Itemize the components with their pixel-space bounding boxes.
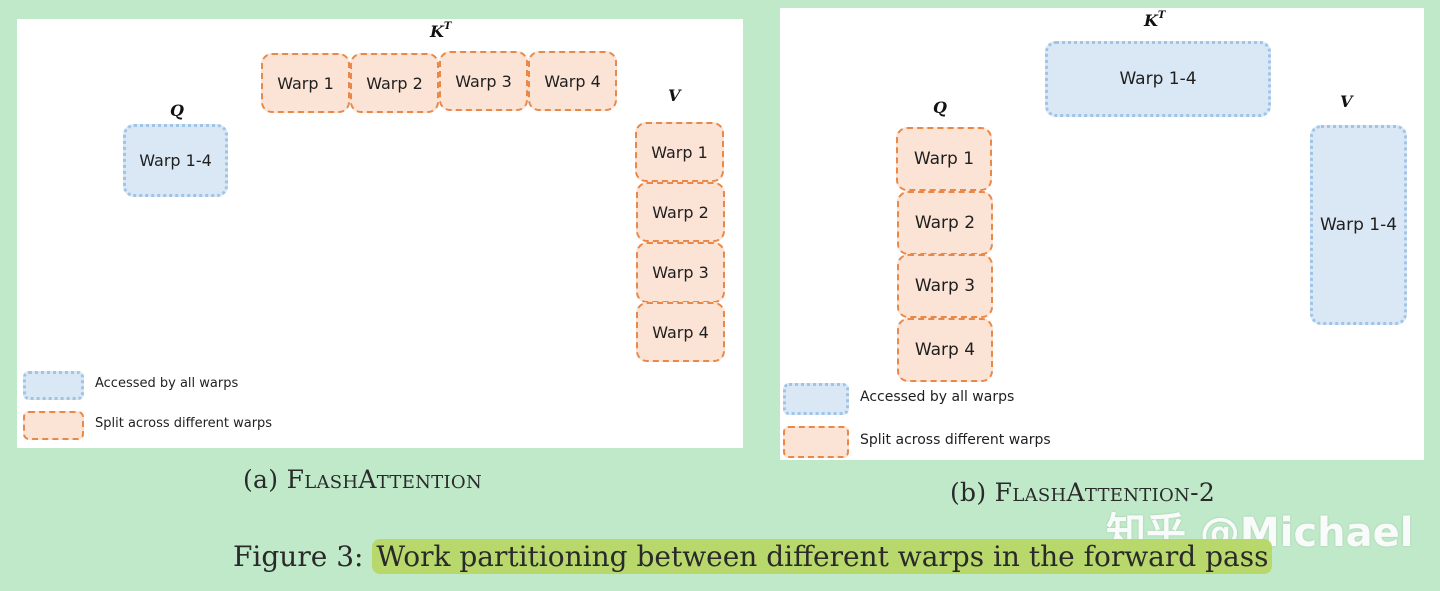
k-block-warp-1: Warp 1: [261, 53, 350, 113]
q-block-all-warps: Warp 1-4: [123, 124, 228, 197]
figure-caption-prefix: Figure 3:: [233, 540, 373, 573]
panel-flashattention-2: KT Q V Warp 1-4 Warp 1 Warp 2 Warp 3 War…: [780, 8, 1424, 460]
v-label: V: [1340, 92, 1353, 111]
legend-label-split-warps: Split across different warps: [95, 416, 273, 431]
panel-flashattention: KT Q V Warp 1-4 Warp 1 Warp 2 Warp 3 War…: [17, 19, 743, 448]
v-block-warp-3: Warp 3: [636, 242, 725, 303]
legend-swatch-split-warps: [23, 411, 84, 440]
legend-swatch-split-warps: [783, 426, 849, 458]
legend-label-all-warps: Accessed by all warps: [860, 389, 1015, 405]
v-label: V: [668, 86, 681, 105]
legend-swatch-all-warps: [783, 383, 849, 415]
q-block-warp-3: Warp 3: [897, 254, 993, 318]
figure-caption-text: Work partitioning between different warp…: [372, 539, 1273, 574]
v-block-warp-4: Warp 4: [636, 302, 725, 362]
k-block-warp-4: Warp 4: [528, 51, 617, 111]
q-block-warp-4: Warp 4: [897, 318, 993, 382]
q-label: Q: [170, 101, 184, 120]
v-block-warp-1: Warp 1: [635, 122, 724, 182]
legend-label-all-warps: Accessed by all warps: [95, 376, 239, 391]
k-transpose-label: KT: [430, 20, 452, 41]
v-block-all-warps: Warp 1-4: [1310, 125, 1407, 325]
legend-label-split-warps: Split across different warps: [860, 432, 1051, 448]
k-block-warp-2: Warp 2: [350, 53, 439, 113]
q-block-warp-2: Warp 2: [897, 191, 993, 255]
subcaption-b: (b) FlashAttention-2: [950, 478, 1216, 507]
legend-swatch-all-warps: [23, 371, 84, 400]
subcaption-a: (a) FlashAttention: [243, 465, 483, 494]
k-transpose-label: KT: [1144, 9, 1166, 30]
figure-caption: Figure 3: Work partitioning between diff…: [233, 539, 1273, 574]
k-block-warp-3: Warp 3: [439, 51, 528, 111]
q-label: Q: [933, 98, 947, 117]
v-block-warp-2: Warp 2: [636, 182, 725, 242]
k-block-all-warps: Warp 1-4: [1045, 41, 1271, 117]
q-block-warp-1: Warp 1: [896, 127, 992, 191]
